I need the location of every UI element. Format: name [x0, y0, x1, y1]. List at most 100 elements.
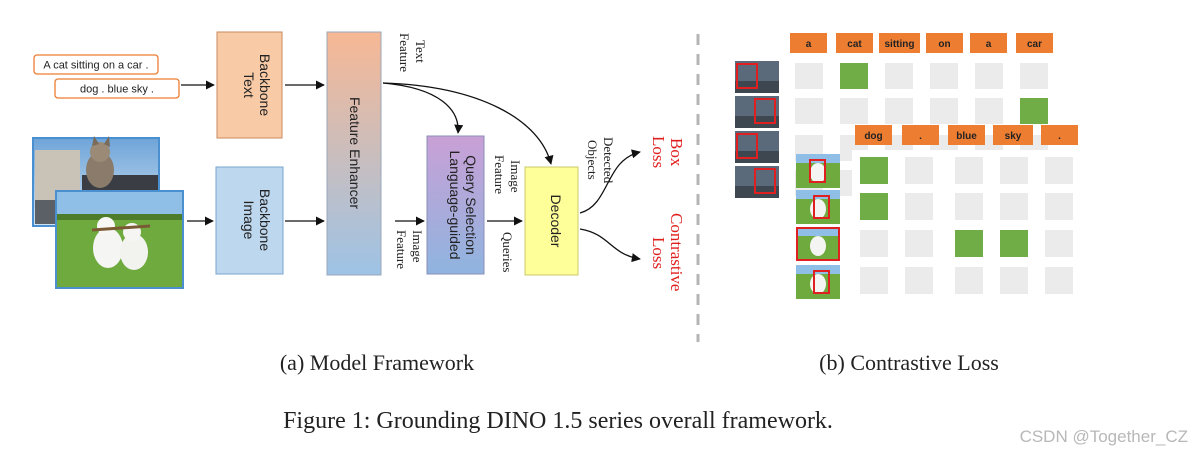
- label-text-feature: Text Feature: [397, 33, 428, 72]
- grid-cell: [1000, 267, 1028, 294]
- svg-text:Loss: Loss: [649, 136, 668, 168]
- bbox-marker: [813, 270, 830, 294]
- grid-cell: [885, 98, 913, 124]
- figure-caption: Figure 1: Grounding DINO 1.5 series over…: [283, 408, 833, 434]
- bbox-marker: [754, 168, 776, 194]
- grid-cell: [860, 267, 888, 294]
- token-row-1: a cat sitting on a car: [790, 33, 1053, 53]
- bbox-marker: [796, 227, 840, 261]
- region-thumbnail: [796, 190, 840, 224]
- region-thumbnails-1: [735, 61, 779, 198]
- svg-text:Text: Text: [413, 40, 428, 63]
- token-chip: .: [1041, 125, 1078, 145]
- text-prompt-2: dog . blue sky .: [54, 78, 180, 99]
- region-thumbnail: [735, 61, 779, 93]
- grid-cell: [860, 230, 888, 257]
- svg-text:dog . blue sky .: dog . blue sky .: [80, 84, 154, 96]
- token-label: .: [1058, 131, 1061, 142]
- grid-cell: [905, 193, 933, 220]
- dog-photo: [55, 190, 184, 289]
- label-image-feature-bottom: Image Feature: [394, 230, 425, 269]
- grid-cell: [1045, 193, 1073, 220]
- token-label: a: [986, 39, 992, 50]
- grid-cell: [975, 98, 1003, 124]
- svg-text:Feature: Feature: [397, 33, 412, 72]
- token-label: car: [1027, 39, 1042, 50]
- svg-text:Contrastive: Contrastive: [667, 213, 686, 291]
- grid-cell: [930, 98, 958, 124]
- token-chip: blue: [948, 125, 985, 145]
- svg-text:Feature: Feature: [394, 230, 409, 269]
- bbox-marker: [809, 159, 826, 183]
- token-label: a: [806, 39, 812, 50]
- region-thumbnail: [735, 131, 779, 163]
- bbox-marker: [813, 195, 830, 219]
- token-chip-bg: [993, 125, 1033, 145]
- token-chip: a: [970, 33, 1007, 53]
- token-chip-bg: [879, 33, 920, 53]
- label-detected-objects: Detected Objects: [585, 137, 616, 184]
- grid-cell: [1045, 267, 1073, 294]
- text-backbone-block: Text Backbone: [216, 31, 283, 139]
- token-chip-bg: [902, 125, 939, 145]
- region-thumbnail: [796, 154, 840, 188]
- grid-cell: [795, 98, 823, 124]
- label-contrastive-loss: Contrastive Loss: [649, 213, 686, 291]
- match-cell: [955, 230, 983, 257]
- bbox-marker: [736, 133, 758, 159]
- grid-cell: [905, 230, 933, 257]
- region-thumbnail: [796, 227, 840, 261]
- token-chip-bg: [855, 125, 892, 145]
- svg-text:Feature: Feature: [492, 155, 507, 194]
- caption-model-framework: (a) Model Framework: [280, 350, 474, 375]
- grid-cell: [1045, 230, 1073, 257]
- query-selection-block: Language-guided Query Selection: [426, 135, 485, 275]
- token-chip: sky: [993, 125, 1033, 145]
- decoder-block: Decoder: [524, 166, 579, 276]
- thumbnail-sky: [796, 265, 840, 274]
- thumbnail-sky: [796, 154, 840, 163]
- token-chip-bg: [948, 125, 985, 145]
- svg-text:A cat sitting on a car .: A cat sitting on a car .: [43, 60, 148, 72]
- token-label: on: [938, 39, 950, 50]
- svg-text:Query Selection: Query Selection: [463, 155, 479, 255]
- thumbnail-sky: [796, 190, 840, 199]
- match-cell: [1020, 98, 1048, 124]
- grid-cell: [840, 98, 868, 124]
- token-label: sitting: [885, 39, 915, 50]
- svg-text:Image: Image: [508, 160, 523, 193]
- token-chip: .: [902, 125, 939, 145]
- token-row-2: dog. blue sky.: [855, 125, 1078, 145]
- flow-arrows: [181, 80, 641, 263]
- svg-text:Text: Text: [241, 72, 257, 98]
- token-label: cat: [847, 39, 862, 50]
- svg-text:Language-guided: Language-guided: [447, 151, 463, 260]
- image-backbone-block: Image Backbone: [215, 166, 284, 275]
- svg-text:Backbone: Backbone: [257, 189, 273, 251]
- token-label: blue: [956, 131, 977, 142]
- token-chip: on: [926, 33, 963, 53]
- watermark: CSDN @Together_CZ: [1020, 427, 1188, 446]
- grid-cell: [905, 267, 933, 294]
- svg-text:Feature Enhancer: Feature Enhancer: [347, 97, 363, 209]
- svg-text:Image: Image: [410, 230, 425, 263]
- grid-cell: [1000, 157, 1028, 184]
- match-cell: [860, 193, 888, 220]
- token-chip: dog: [855, 125, 892, 145]
- svg-text:Decoder: Decoder: [548, 195, 564, 248]
- svg-text:Objects: Objects: [585, 140, 600, 180]
- text-prompt-1: A cat sitting on a car .: [33, 54, 159, 75]
- grid-cell: [975, 63, 1003, 89]
- grid-cell: [905, 157, 933, 184]
- thumbnail-dog: [810, 163, 826, 183]
- caption-contrastive-loss: (b) Contrastive Loss: [819, 350, 999, 375]
- region-thumbnails-2: [796, 154, 840, 299]
- grid-cell: [955, 157, 983, 184]
- token-chip-bg: [970, 33, 1007, 53]
- token-label: .: [919, 131, 922, 142]
- similarity-grid-2: [852, 150, 1077, 300]
- thumbnail-dog: [810, 274, 826, 294]
- thumbnail-sky: [796, 227, 840, 236]
- label-box-loss: Box Loss: [649, 136, 686, 168]
- region-thumbnail: [735, 166, 779, 198]
